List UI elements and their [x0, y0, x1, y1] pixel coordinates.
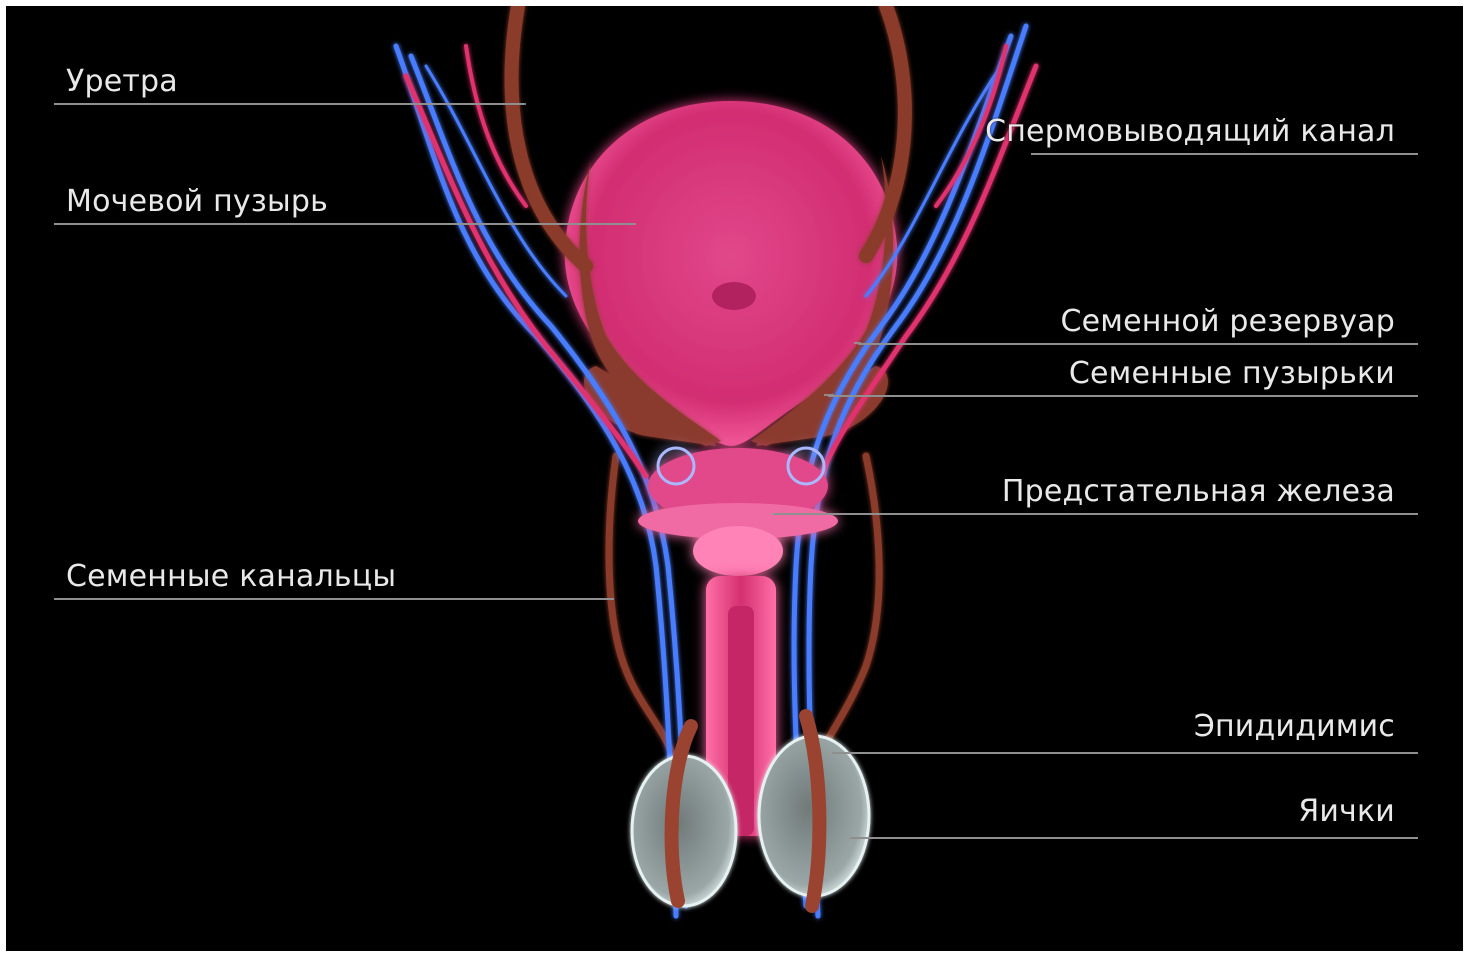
leader-bladder [54, 223, 634, 225]
label-urethra: Уретра [66, 64, 178, 99]
leader-urethra [54, 103, 524, 105]
leader-seminal-vesicles [828, 395, 1418, 397]
leader-vas-deferens [1031, 153, 1418, 155]
leader-testicles [850, 837, 1418, 839]
label-testicles: Яички [1298, 794, 1395, 829]
label-seminal-reservoir: Семенной резервуар [1060, 304, 1395, 339]
label-prostate: Предстательная железа [1002, 474, 1395, 509]
leader-epididymis [832, 752, 1418, 754]
label-seminal-vesicles: Семенные пузырьки [1069, 356, 1395, 391]
label-epididymis: Эпидидимис [1194, 709, 1395, 744]
label-vas-deferens: Спермовыводящий канал [985, 114, 1395, 149]
label-bladder: Мочевой пузырь [66, 184, 328, 219]
leader-seminal-tubules [54, 598, 614, 600]
diagram-canvas: Уретра Мочевой пузырь Семенные канальцы … [6, 6, 1463, 951]
leader-prostate [774, 513, 1418, 515]
leader-seminal-reservoir [858, 343, 1418, 345]
label-seminal-tubules: Семенные канальцы [66, 559, 396, 594]
